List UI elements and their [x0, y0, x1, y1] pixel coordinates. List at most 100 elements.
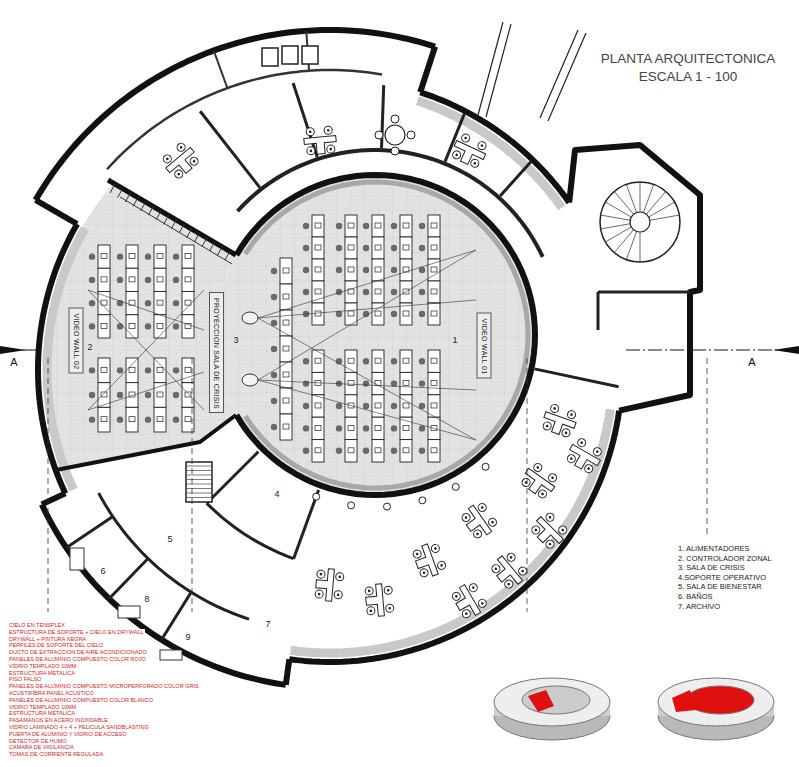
chair — [336, 448, 342, 454]
monitor — [129, 323, 135, 328]
chair — [587, 467, 591, 471]
monitor — [375, 245, 381, 250]
chair — [89, 392, 95, 398]
chair — [271, 346, 277, 352]
console-desk — [372, 215, 384, 237]
monitor — [403, 245, 409, 250]
monitor — [157, 254, 163, 259]
chair — [303, 289, 309, 295]
stair-step — [626, 184, 636, 212]
room-number: 8 — [143, 594, 150, 604]
console-desk — [400, 259, 412, 281]
section-mark: A — [747, 356, 756, 369]
chair — [570, 413, 573, 416]
stair-step — [640, 182, 641, 212]
chair — [336, 403, 342, 409]
chair — [461, 608, 472, 619]
chair — [307, 147, 316, 156]
room-number: 2 — [86, 342, 93, 352]
video-wall: VIDEO WALL 01 — [477, 312, 492, 378]
chair — [557, 524, 568, 535]
chair — [271, 268, 277, 274]
chair — [477, 598, 488, 609]
chair — [576, 437, 587, 448]
desk — [519, 468, 555, 500]
chair — [548, 515, 552, 519]
monitor — [315, 448, 321, 453]
chair — [310, 149, 313, 152]
chair — [303, 448, 309, 454]
monitor — [348, 448, 354, 453]
console-desk — [400, 215, 412, 237]
desk — [365, 584, 385, 617]
chair — [391, 245, 397, 251]
monitor — [157, 300, 163, 305]
crisis-wall — [108, 180, 236, 255]
chair — [534, 528, 538, 532]
fixture — [118, 606, 140, 618]
material-note: VIDRIO LAMINADO 4 + 4 + PELICULA SANDBLA… — [8, 724, 150, 730]
chair — [336, 425, 342, 431]
monitor — [375, 289, 381, 294]
material-note: ESTRUCTURA METALICA — [8, 710, 76, 716]
entrance-line — [548, 33, 586, 121]
chair — [336, 245, 342, 251]
desk — [459, 505, 491, 541]
monitor — [403, 311, 409, 316]
console-desk — [126, 358, 138, 383]
console-desk — [345, 281, 357, 303]
axis-line — [48, 358, 49, 612]
console-desk — [312, 259, 324, 281]
stair-step — [186, 488, 212, 489]
chair — [482, 463, 489, 470]
material-note: PANELES DE ALUMINIO COMPUESTO COLOR BLAN… — [8, 697, 154, 703]
stair-step — [186, 479, 212, 480]
monitor — [185, 277, 191, 282]
monitor — [157, 417, 163, 422]
console-desk — [428, 281, 440, 303]
stair-step — [186, 475, 212, 476]
chair — [419, 497, 426, 504]
chair — [391, 147, 399, 155]
workstation — [519, 460, 561, 500]
chair — [117, 277, 123, 283]
workstation — [450, 131, 490, 169]
console-desk — [280, 258, 292, 284]
monitor — [157, 367, 163, 372]
chair — [416, 552, 419, 555]
chair — [348, 502, 355, 509]
chair — [309, 130, 312, 133]
console-desk — [400, 440, 412, 462]
chair — [173, 323, 179, 329]
console-desk — [182, 315, 194, 338]
monitor — [431, 358, 437, 363]
monitor — [375, 358, 381, 363]
room-number: 6 — [99, 566, 106, 576]
chair — [327, 129, 330, 132]
axis-line — [707, 358, 708, 535]
monitor — [129, 417, 135, 422]
chair — [145, 416, 151, 422]
chair — [407, 131, 415, 139]
chair — [503, 578, 514, 589]
outer-wall — [36, 200, 78, 224]
chair — [544, 512, 555, 523]
chair — [440, 564, 443, 567]
chair — [452, 483, 459, 490]
desk — [304, 136, 337, 156]
chair — [173, 168, 184, 179]
material-note: CIELO EN TENSPLEX — [8, 622, 66, 628]
chair — [566, 453, 577, 464]
chair — [473, 162, 476, 165]
monitor — [157, 323, 163, 328]
toilet-stall — [262, 48, 278, 66]
stair-step — [601, 224, 631, 229]
chair — [477, 502, 488, 513]
chair — [271, 424, 277, 430]
stair-symbol — [186, 462, 212, 502]
chair — [505, 552, 516, 563]
stair-hatch — [187, 229, 192, 238]
chair — [507, 582, 511, 586]
stair-step — [649, 202, 675, 217]
monitor — [283, 346, 289, 351]
